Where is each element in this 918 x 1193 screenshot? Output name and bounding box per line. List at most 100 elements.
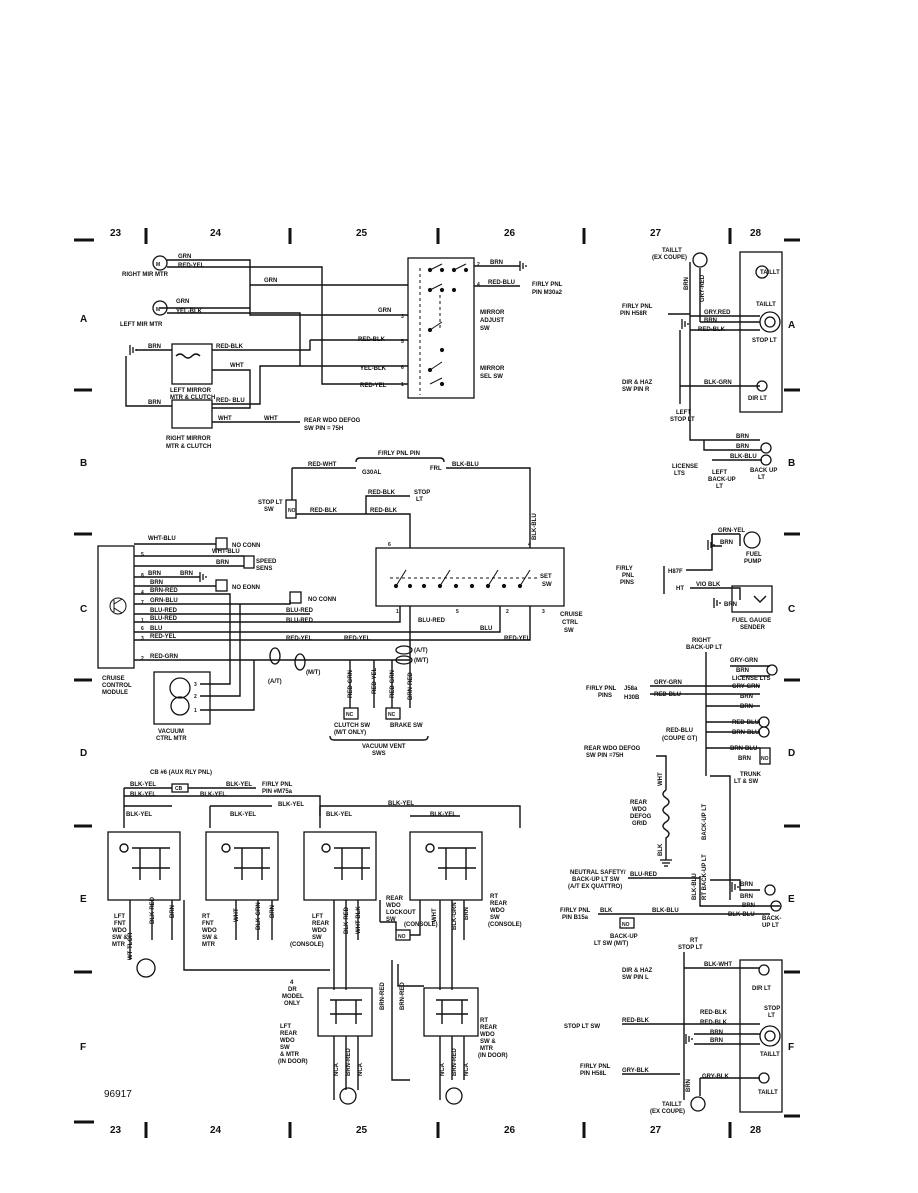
- speed-sens-box: [243, 555, 255, 569]
- svg-text:3: 3: [141, 636, 144, 642]
- svg-text:MTR: MTR: [112, 942, 126, 948]
- svg-text:DIR LT: DIR LT: [748, 396, 767, 402]
- column-label-23-top: 23: [110, 228, 122, 239]
- wire-label: WHT: [218, 416, 232, 422]
- svg-text:LT & SW: LT & SW: [734, 779, 759, 785]
- svg-text:PIN H58L: PIN H58L: [580, 1071, 607, 1077]
- wire-label: WHT: [234, 908, 240, 922]
- svg-text:DIR & HAZ: DIR & HAZ: [622, 968, 653, 974]
- frly-pnl-pin-label: F/RLY PNL: [532, 282, 563, 288]
- wire-label: BRN-BLU: [730, 746, 757, 752]
- rear-wdo-defog-label: REAR WDO DEFOG: [304, 418, 361, 424]
- svg-text:TAILLT: TAILLT: [756, 302, 776, 308]
- svg-text:2: 2: [506, 609, 509, 615]
- row-label-e-left: E: [80, 894, 87, 905]
- wire-label: RED-YEL: [372, 667, 378, 694]
- svg-text:SW PIN L: SW PIN L: [622, 975, 649, 981]
- wire-label: BLU: [480, 626, 492, 632]
- cruise-ctrl-switch-box: [375, 547, 565, 607]
- frly-pnl-pin-label: F/RLY PNL PIN: [378, 451, 420, 457]
- wire-label: BRN: [740, 704, 753, 710]
- wire-label: BLU-RED: [418, 618, 446, 624]
- wire-label: BRN: [150, 580, 163, 586]
- svg-text:F/RLY PNL: F/RLY PNL: [622, 304, 653, 310]
- row-label-c-left: C: [80, 604, 87, 615]
- wire-label: BLU-RED: [150, 616, 178, 622]
- svg-text:(CONSOLE): (CONSOLE): [404, 922, 438, 928]
- svg-text:F/RLY PNL: F/RLY PNL: [586, 686, 617, 692]
- ground-symbol: [660, 859, 672, 867]
- wire-label: BACK-UP LT: [702, 804, 708, 840]
- svg-text:PINS: PINS: [620, 580, 634, 586]
- svg-text:WDO: WDO: [202, 928, 217, 934]
- row-label-c-right: C: [788, 604, 795, 615]
- wire-label: BLK: [600, 908, 613, 914]
- wire-label: BLK: [658, 843, 664, 856]
- svg-text:RT: RT: [480, 1018, 488, 1024]
- wire-label: BLK-RED: [344, 906, 350, 934]
- wire-label: GRY-RED: [700, 274, 706, 302]
- svg-text:STOP LT: STOP LT: [670, 417, 695, 423]
- svg-text:6: 6: [141, 626, 144, 632]
- svg-text:CTRL: CTRL: [562, 620, 578, 626]
- column-label-24-bottom: 24: [210, 1125, 222, 1136]
- wire-label: RED-WHT: [308, 462, 337, 468]
- wire-label: BLU-RED: [286, 608, 314, 614]
- wire-label: BRN: [148, 400, 161, 406]
- svg-text:1: 1: [194, 708, 197, 714]
- svg-text:CRUISE: CRUISE: [102, 676, 125, 682]
- svg-text:WDO: WDO: [386, 903, 401, 909]
- coupe-gt-label: (COUPE GT): [662, 736, 697, 742]
- svg-text:NO: NO: [288, 508, 296, 514]
- wire-label: BLK-BLU: [652, 908, 679, 914]
- svg-text:BACK-UP LT SW: BACK-UP LT SW: [572, 877, 620, 883]
- ground-symbol: [519, 261, 527, 271]
- column-label-25-top: 25: [356, 228, 368, 239]
- svg-text:DIR LT: DIR LT: [752, 986, 771, 992]
- wire-label: BLU-RED: [630, 872, 658, 878]
- svg-text:STOP LT: STOP LT: [258, 500, 283, 506]
- svg-text:F/RLY PNL: F/RLY PNL: [580, 1064, 611, 1070]
- wire-label: RED-YEL: [178, 263, 205, 269]
- svg-text:MTR & CLUTCH: MTR & CLUTCH: [170, 395, 215, 401]
- wire-label: BRN: [490, 260, 503, 266]
- svg-text:2: 2: [194, 694, 197, 700]
- svg-text:GRID: GRID: [632, 821, 648, 827]
- svg-text:TAILLT: TAILLT: [662, 1102, 682, 1108]
- svg-text:SW PIN =75H: SW PIN =75H: [586, 753, 624, 759]
- h30b-label: H30B: [624, 695, 640, 701]
- wire-label: GRN: [176, 299, 189, 305]
- svg-text:WDO: WDO: [280, 1038, 295, 1044]
- wire-label: BLK-GRN: [256, 902, 262, 930]
- wire-label: GRY-GRN: [730, 658, 758, 664]
- wire-label: RED-YEL: [286, 636, 313, 642]
- svg-text:LFT: LFT: [114, 914, 125, 920]
- svg-text:BRAKE SW: BRAKE SW: [390, 723, 423, 729]
- svg-text:5: 5: [456, 609, 459, 615]
- wire-label: BLK-BLU: [730, 454, 757, 460]
- svg-text:STOP LT: STOP LT: [752, 338, 777, 344]
- svg-text:SW: SW: [280, 1045, 290, 1051]
- column-label-28-top: 28: [750, 228, 762, 239]
- svg-text:REAR: REAR: [312, 921, 330, 927]
- svg-text:WDO: WDO: [112, 928, 127, 934]
- svg-text:UP LT: UP LT: [762, 923, 779, 929]
- frl-label: FRL: [430, 466, 442, 472]
- dir-lt-bulb: [756, 380, 768, 392]
- svg-text:3: 3: [542, 609, 545, 615]
- wire-label: WT-TLOR: [128, 932, 134, 960]
- wire-label: BRN-BLU: [732, 730, 759, 736]
- fuel-pump-symbol: [743, 531, 761, 549]
- svg-text:TAILLT: TAILLT: [758, 1090, 778, 1096]
- clutch-switch-box: [343, 707, 359, 720]
- wire-label: GRN-BLU: [150, 598, 178, 604]
- svg-text:NC: NC: [388, 712, 396, 718]
- svg-text:1: 1: [396, 609, 399, 615]
- mirror-switch-contacts: [419, 263, 469, 395]
- svg-text:LTS: LTS: [674, 471, 685, 477]
- wire-label: RED-GRN: [150, 654, 178, 660]
- wire-label: BLK-BLU: [692, 873, 698, 900]
- wire-label: RED-YEL: [344, 636, 371, 642]
- svg-text:CB: CB: [175, 786, 183, 792]
